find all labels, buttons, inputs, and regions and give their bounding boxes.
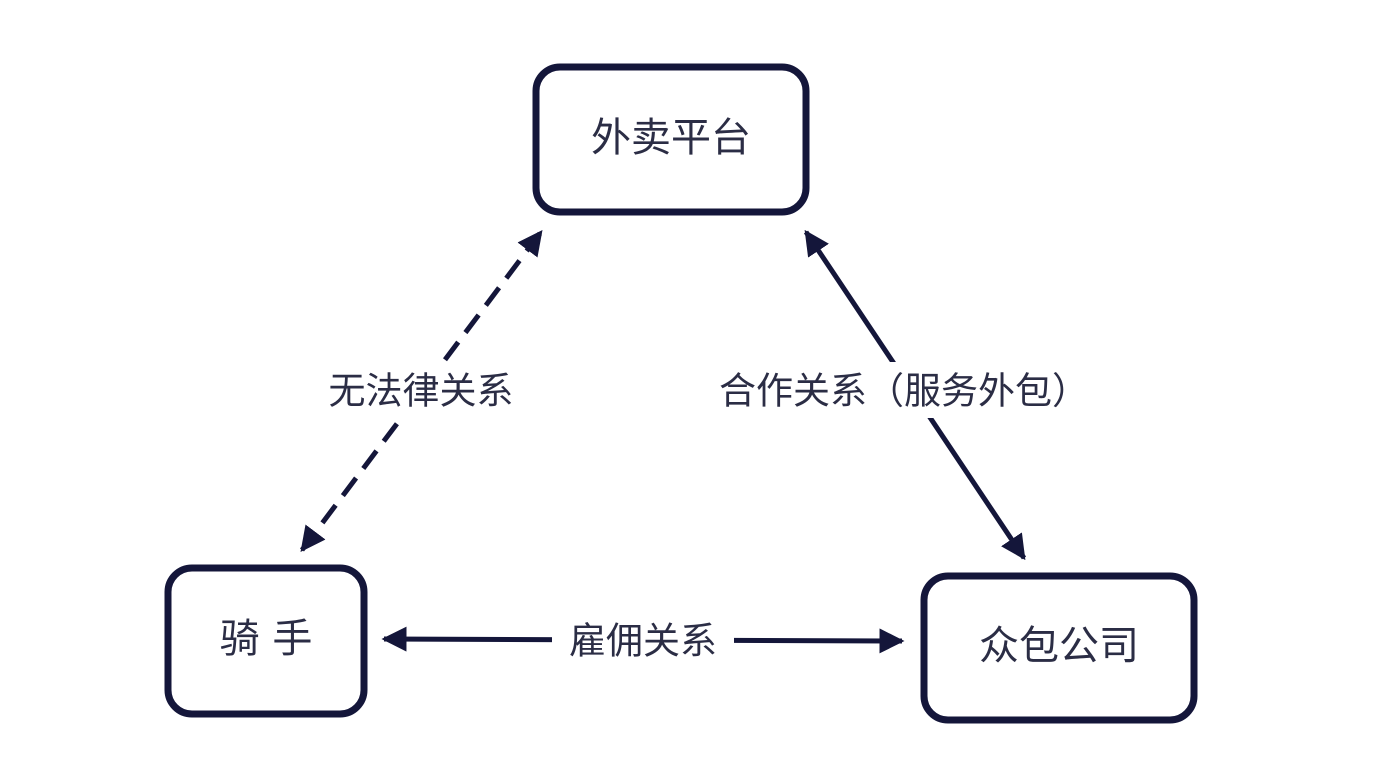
node-platform-box xyxy=(532,63,810,216)
edge-platform-crowdsource-label-bg xyxy=(696,362,1114,418)
edge-rider-platform: 无法律关系 xyxy=(300,230,543,552)
node-crowdsource-label: 众包公司 xyxy=(979,623,1139,669)
edge-rider-platform-label-bg xyxy=(310,362,532,418)
node-rider-box xyxy=(164,564,368,718)
edge-rider-crowdsource-label-bg xyxy=(552,612,734,668)
node-crowdsource-box xyxy=(920,572,1198,724)
node-rider: 骑 手 xyxy=(164,564,368,718)
edge-rider-platform-label: 无法律关系 xyxy=(329,370,514,413)
edge-platform-crowdsource: 合作关系（服务外包） xyxy=(696,229,1114,561)
node-rider-label: 骑 手 xyxy=(220,616,313,662)
node-crowdsource: 众包公司 xyxy=(920,572,1198,724)
edge-platform-crowdsource-label: 合作关系（服务外包） xyxy=(719,370,1089,413)
edge-rider-crowdsource: 雇佣关系 xyxy=(381,612,905,668)
node-platform-label: 外卖平台 xyxy=(591,115,751,161)
node-platform: 外卖平台 xyxy=(532,63,810,216)
edge-rider-crowdsource-label: 雇佣关系 xyxy=(569,620,717,663)
